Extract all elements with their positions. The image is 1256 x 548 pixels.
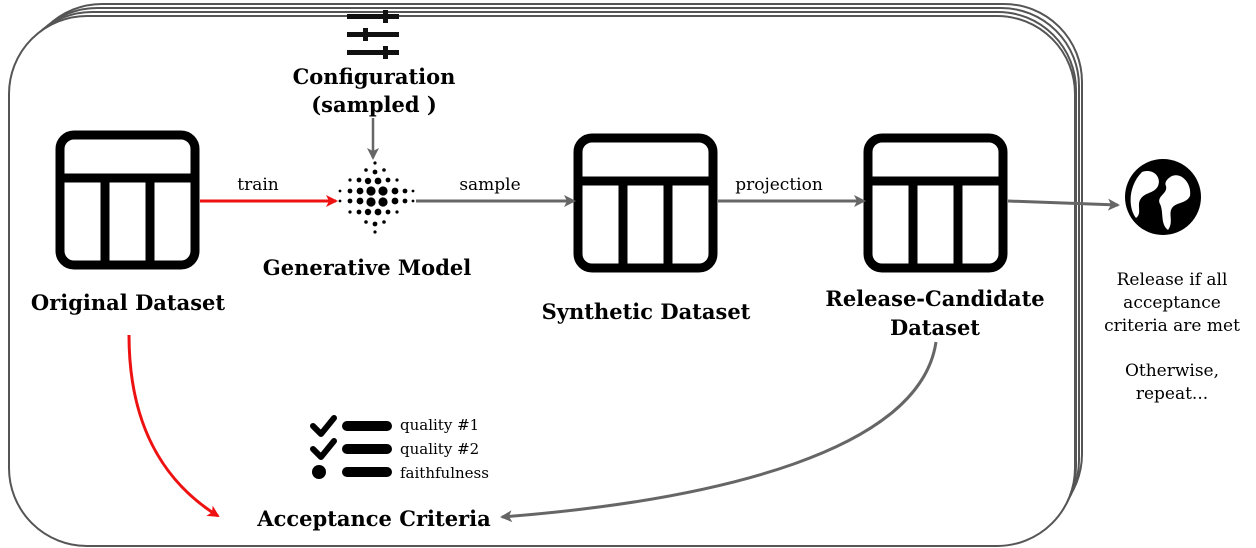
- table-icon-synthetic: [573, 133, 718, 273]
- generative-model-label: Generative Model: [262, 255, 472, 280]
- edge-release: [1007, 198, 1120, 211]
- edge-label-sample: sample: [459, 175, 521, 195]
- criterion-item: quality #2: [400, 440, 480, 458]
- edge-candidate-to-criteria: [500, 341, 938, 523]
- synthetic-dataset-label: Synthetic Dataset: [541, 299, 751, 324]
- acceptance-criteria-label: Acceptance Criteria: [257, 506, 491, 531]
- edge-label-projection: projection: [735, 175, 823, 195]
- release-candidate-label-line2: Dataset: [889, 315, 981, 340]
- release-candidate-label-line1: Release-Candidate: [825, 286, 1045, 311]
- release-note-line: acceptance: [1123, 293, 1221, 313]
- criterion-item: faithfulness: [400, 464, 489, 482]
- release-note: Release if all acceptance criteria are m…: [1104, 269, 1240, 406]
- config-label-line2: (sampled ): [311, 92, 437, 117]
- table-icon-original: [55, 130, 200, 270]
- globe-icon: [1125, 159, 1201, 235]
- sliders-icon: [347, 10, 399, 59]
- otherwise-line: Otherwise,: [1124, 361, 1220, 381]
- release-note-line: criteria are met: [1104, 316, 1240, 336]
- loop-frame: [8, 3, 1083, 547]
- edge-original-to-criteria: [127, 334, 220, 518]
- original-dataset-label: Original Dataset: [30, 290, 226, 315]
- checklist-icon: [310, 415, 392, 479]
- table-icon-release-candidate: [863, 133, 1008, 273]
- config-label-line1: Configuration: [292, 64, 456, 89]
- otherwise-line: repeat...: [1135, 384, 1209, 404]
- edge-label-train: train: [237, 175, 279, 195]
- criterion-item: quality #1: [400, 416, 480, 434]
- dots-cluster-icon: [338, 161, 415, 234]
- release-note-line: Release if all: [1116, 270, 1228, 290]
